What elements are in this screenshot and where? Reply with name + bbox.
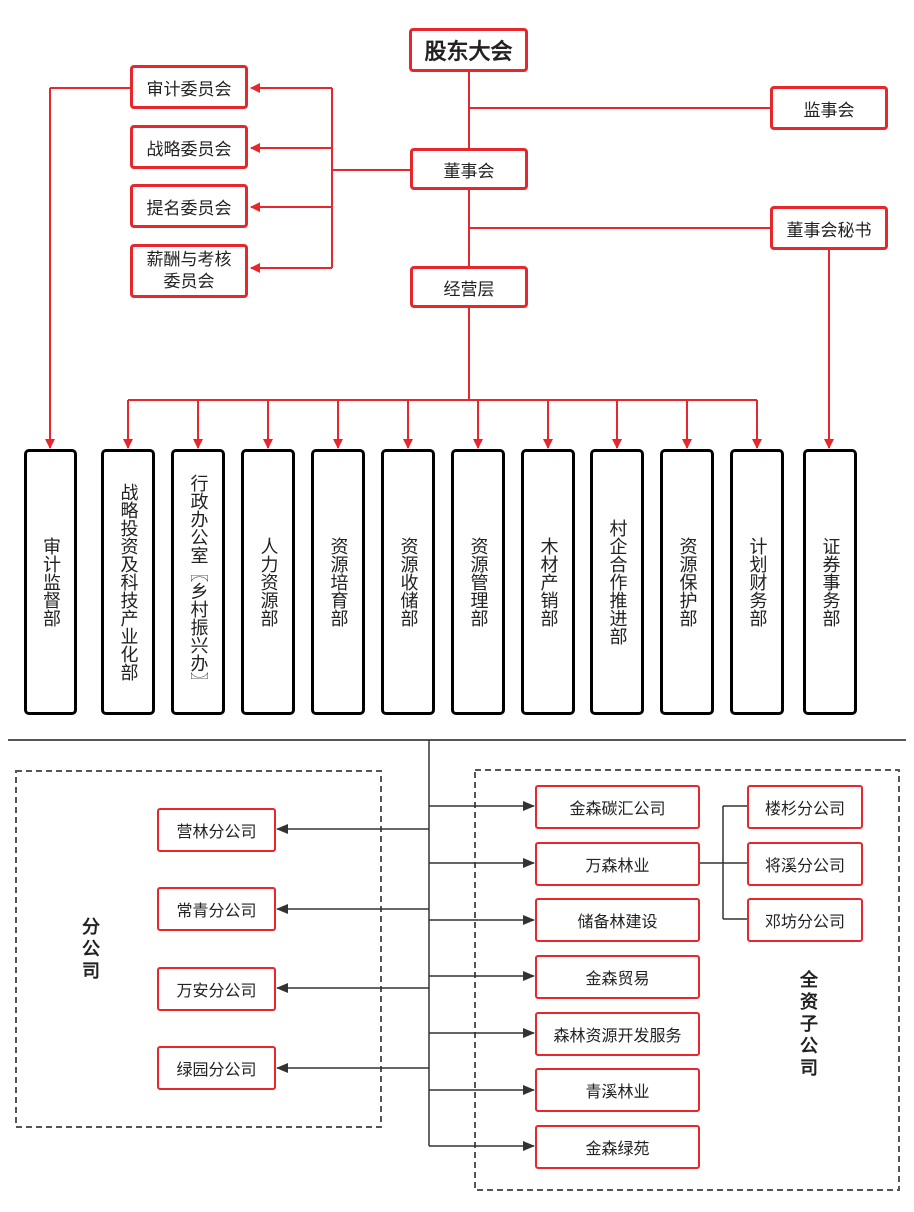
- dept-label: 资源管理部: [467, 537, 489, 627]
- dept-label: 资源收储部: [397, 537, 419, 627]
- dept-strategic-investment: 战略投资及科技产业化部: [101, 449, 155, 715]
- lower-connectors: [276, 740, 747, 1151]
- branches-group-label: 分公司: [79, 917, 100, 983]
- dept-label: 人力资源部: [257, 537, 279, 627]
- dept-audit-supervision: 审计监督部: [24, 449, 77, 715]
- supervisors-box: 监事会: [770, 86, 888, 130]
- shareholders-meeting-box: 股东大会: [409, 28, 528, 72]
- dept-administration-office: 行政办公室〖乡村振兴办〗: [171, 449, 225, 715]
- management-box: 经营层: [410, 266, 528, 308]
- compensation-committee-box: 薪酬与考核 委员会: [130, 244, 248, 298]
- branch-company-box: 营林分公司: [157, 808, 276, 852]
- subsidiary-box: 青溪林业: [535, 1068, 700, 1112]
- dept-village-enterprise-cooperation: 村企合作推进部: [590, 449, 644, 715]
- dept-label: 审计监督部: [40, 537, 61, 627]
- subsidiary-box: 储备林建设: [535, 898, 700, 942]
- dept-label: 村企合作推进部: [606, 519, 628, 645]
- branch-company-box: 常青分公司: [157, 887, 276, 931]
- dept-resource-management: 资源管理部: [451, 449, 505, 715]
- dept-label: 计划财务部: [746, 537, 768, 627]
- wansen-branch-box: 楼杉分公司: [747, 785, 863, 829]
- dept-label: 战略投资及科技产业化部: [117, 483, 139, 681]
- subsidiary-box: 金森绿苑: [535, 1125, 700, 1169]
- dept-label: 资源保护部: [676, 537, 698, 627]
- subsidiary-box: 万森林业: [535, 842, 700, 886]
- dept-label: 行政办公室〖乡村振兴办〗: [187, 474, 209, 690]
- dept-resource-cultivation: 资源培育部: [311, 449, 365, 715]
- dept-resource-protection: 资源保护部: [660, 449, 714, 715]
- dept-human-resources: 人力资源部: [241, 449, 295, 715]
- branch-company-box: 绿园分公司: [157, 1046, 276, 1090]
- strategy-committee-box: 战略委员会: [130, 125, 248, 169]
- subsidiary-box: 金森碳汇公司: [535, 785, 700, 829]
- subsidiaries-group-label: 全资子公司: [797, 970, 818, 1080]
- dept-timber-sales: 木材产销部: [521, 449, 575, 715]
- subsidiary-box: 森林资源开发服务: [535, 1012, 700, 1056]
- audit-committee-box: 审计委员会: [130, 65, 248, 109]
- dept-planning-finance: 计划财务部: [730, 449, 784, 715]
- branch-company-box: 万安分公司: [157, 967, 276, 1011]
- dept-resource-acquisition: 资源收储部: [381, 449, 435, 715]
- dept-label: 证券事务部: [819, 537, 841, 627]
- dept-securities-affairs: 证券事务部: [803, 449, 857, 715]
- upper-connectors: [45, 72, 834, 449]
- wansen-branch-box: 将溪分公司: [747, 842, 863, 886]
- subsidiary-box: 金森贸易: [535, 955, 700, 999]
- board-secretary-box: 董事会秘书: [770, 206, 888, 250]
- dept-label: 资源培育部: [327, 537, 349, 627]
- dept-label: 木材产销部: [537, 537, 559, 627]
- wansen-branch-box: 邓坊分公司: [747, 898, 863, 942]
- nomination-committee-box: 提名委员会: [130, 184, 248, 228]
- board-box: 董事会: [410, 148, 528, 190]
